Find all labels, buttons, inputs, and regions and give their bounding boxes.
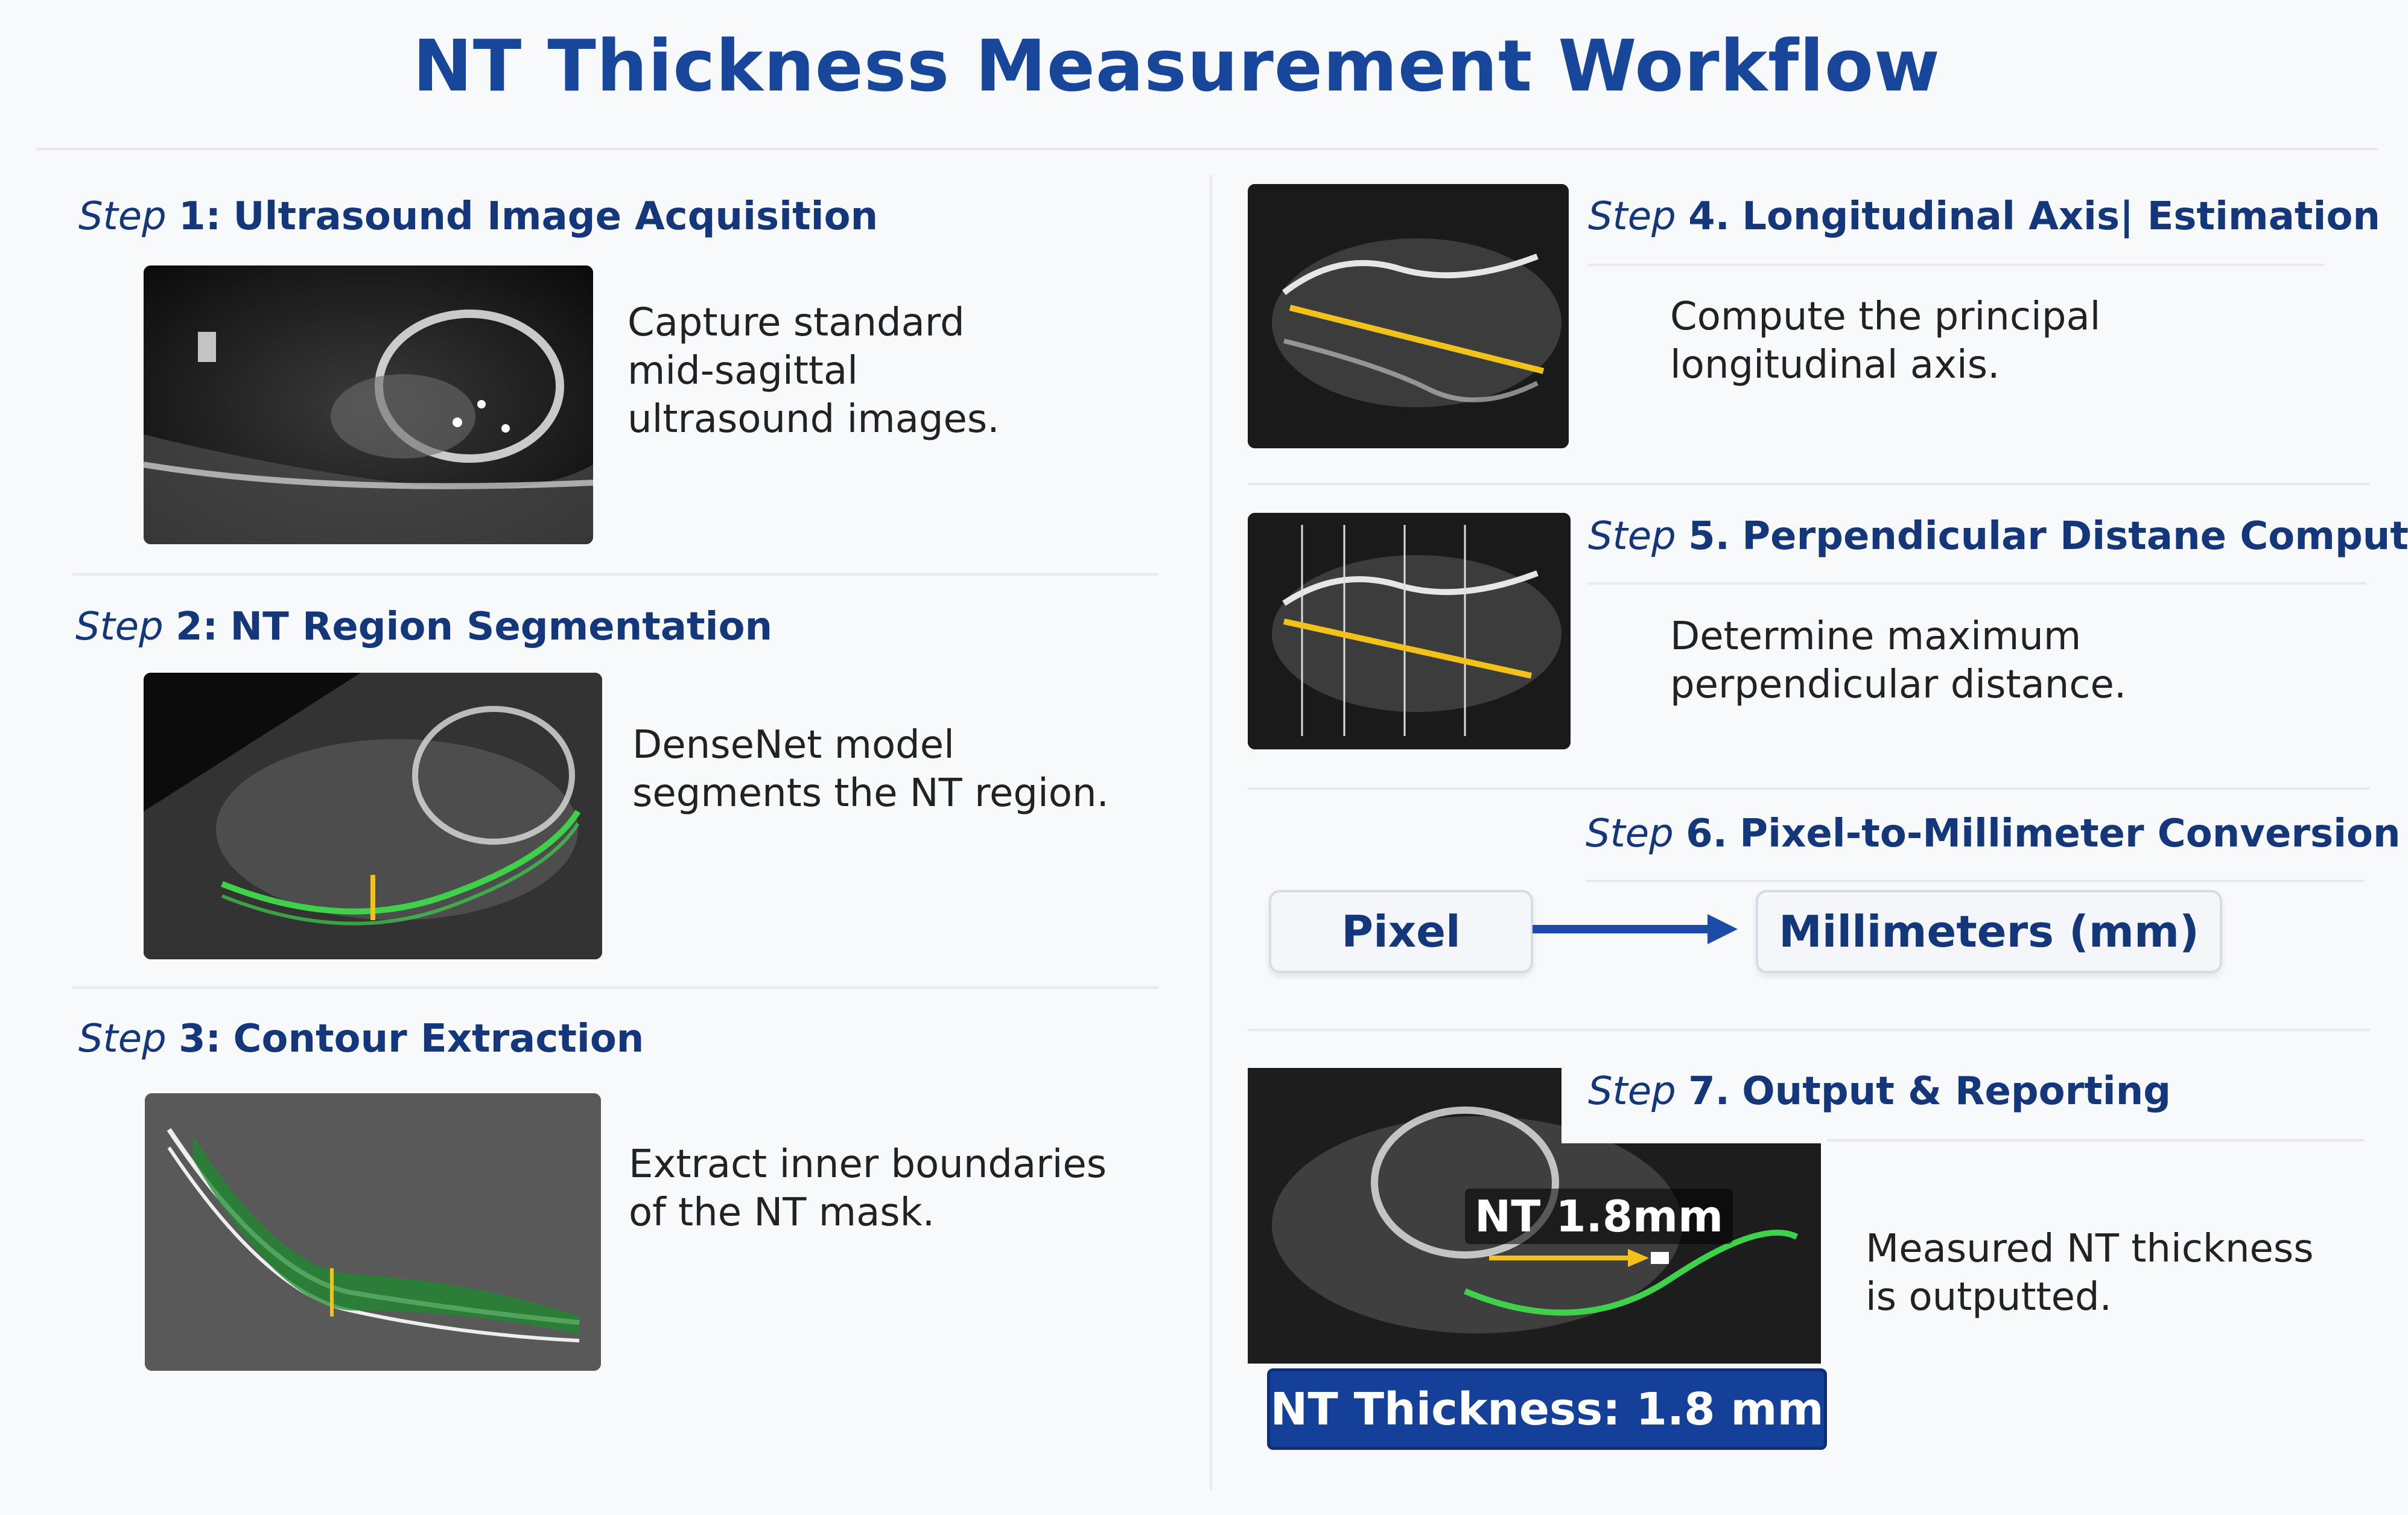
page-title: NT Thickness Measurement Workflow	[413, 24, 1940, 107]
step-1-heading: Step 1: Ultrasound Image Acquisition	[78, 194, 878, 239]
step-3-heading: Step 3: Contour Extraction	[78, 1017, 644, 1061]
step-7-output-image: NT 1.8mm	[1248, 1068, 1821, 1364]
step-4-heading-rule	[1588, 264, 2324, 266]
conversion-arrow-icon	[1533, 914, 1738, 944]
step-2-divider	[72, 986, 1158, 989]
step-2-segmentation-image	[144, 673, 602, 959]
step-7-heading: Step 7. Output & Reporting	[1588, 1069, 2171, 1114]
step-4-heading: Step 4. Longitudinal Axis| Estimation	[1588, 194, 2380, 239]
step-5-perpendicular-image	[1248, 513, 1571, 749]
nt-thickness-result: NT Thickness: 1.8 mm	[1267, 1368, 1827, 1450]
step-5-divider	[1248, 787, 2370, 790]
step-5-heading: Step 5. Perpendicular Distane Computatio…	[1588, 514, 2408, 559]
pixel-box: Pixel	[1269, 890, 1533, 973]
step-6-heading-rule	[1586, 880, 2364, 882]
step-7-heading-rule	[1827, 1139, 2364, 1142]
column-divider	[1210, 175, 1212, 1490]
step-6-heading: Step 6. Pixel-to-Millimeter Conversion	[1586, 811, 2401, 856]
nt-measurement-label: NT 1.8mm	[1465, 1189, 1733, 1244]
step-1-divider	[72, 573, 1158, 576]
title-divider	[36, 148, 2377, 150]
step-4-axis-image	[1248, 184, 1569, 448]
millimeters-box: Millimeters (mm)	[1756, 890, 2222, 973]
step-6-divider	[1248, 1029, 2370, 1031]
step-2-heading: Step 2: NT Region Segmentation	[75, 605, 773, 649]
step-5-heading-rule	[1588, 582, 2366, 585]
step-3-contour-image	[145, 1093, 601, 1371]
step-4-divider	[1248, 483, 2370, 485]
step-1-ultrasound-image	[144, 265, 593, 544]
